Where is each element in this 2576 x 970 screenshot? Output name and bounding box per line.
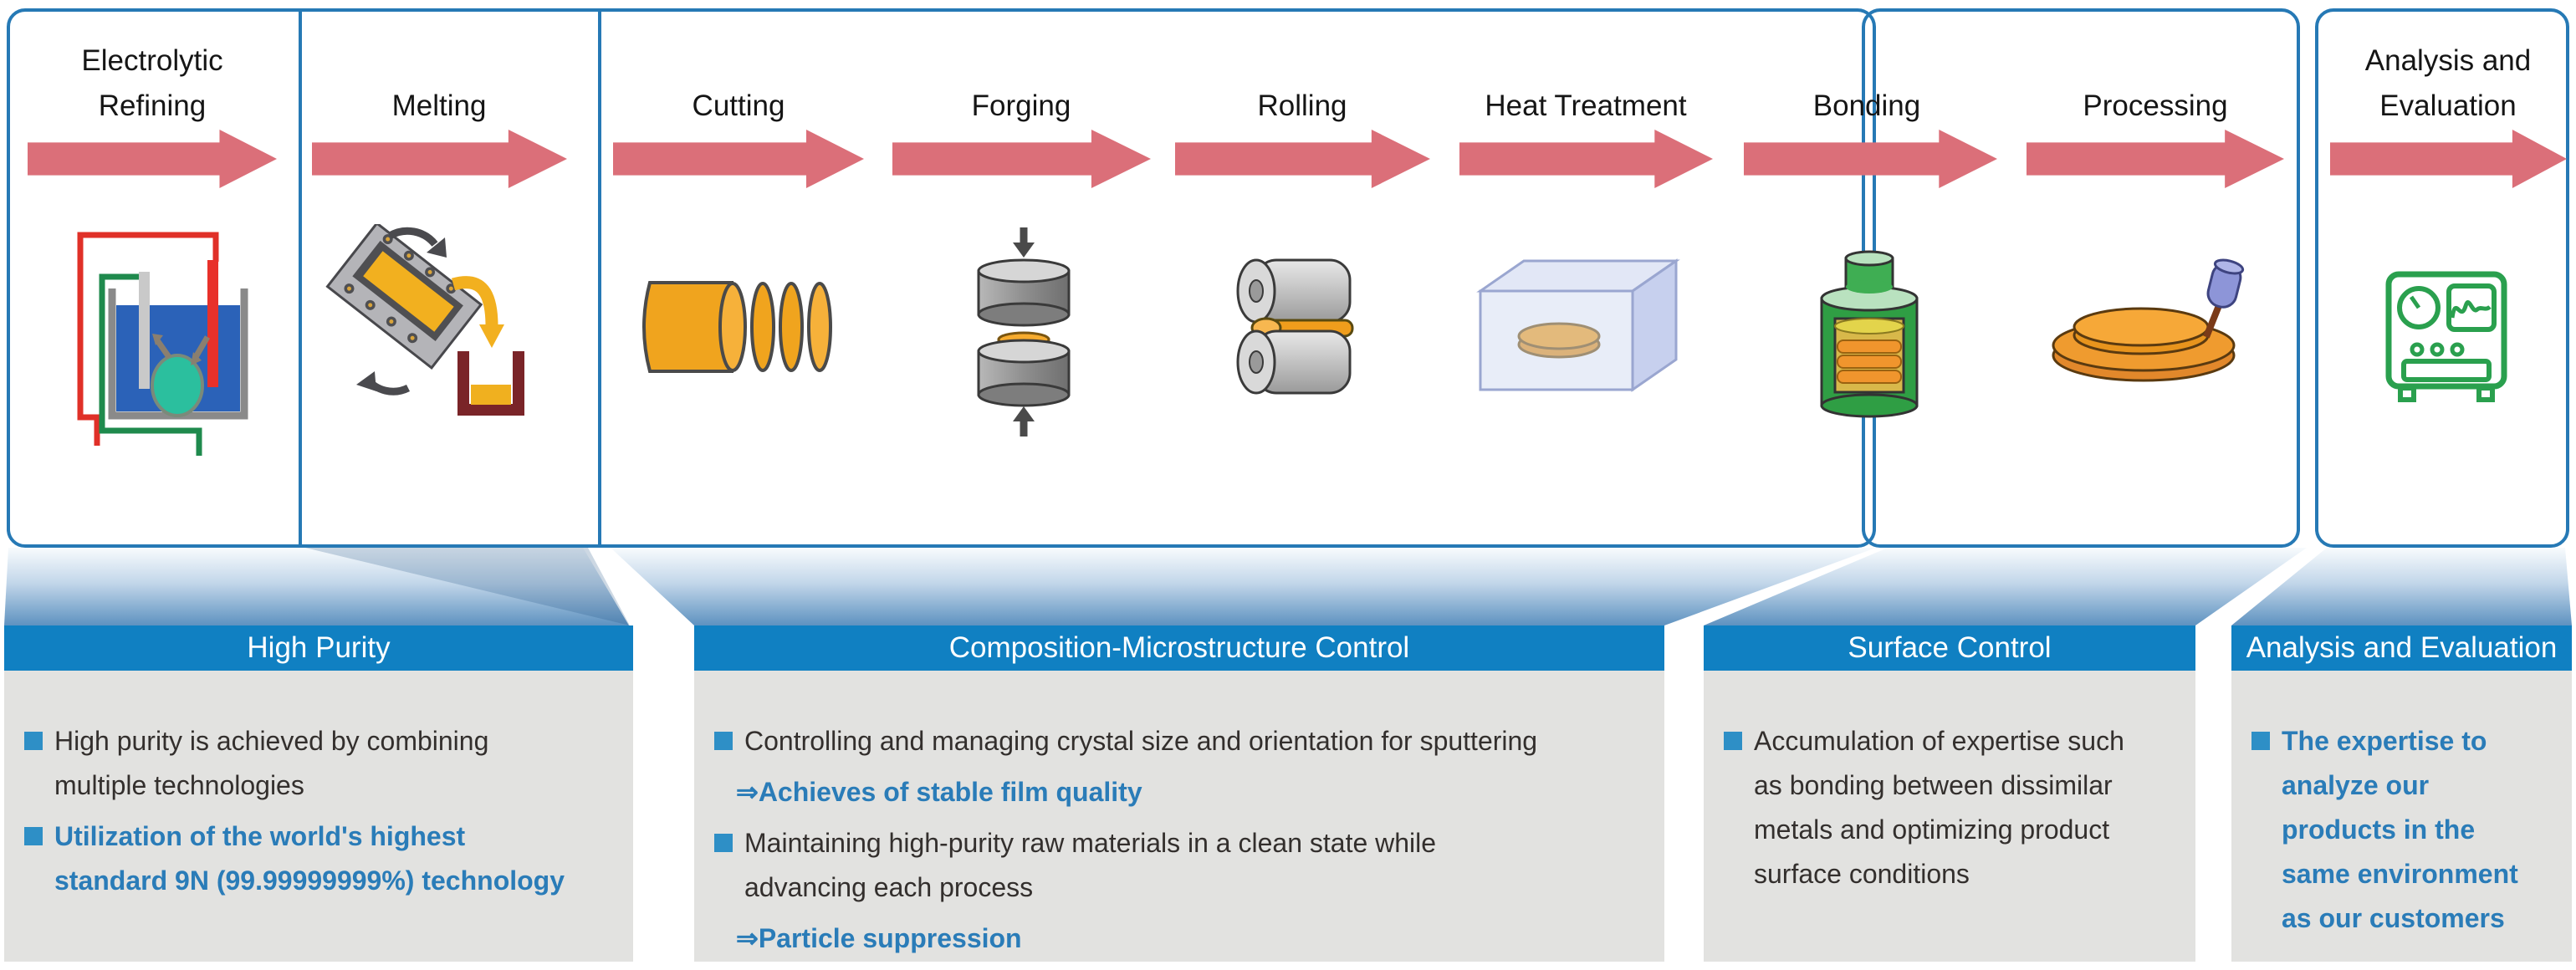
bullet-square-icon bbox=[24, 827, 43, 845]
stage-label: Processing bbox=[2083, 89, 2228, 122]
stage-label: Heat Treatment bbox=[1485, 89, 1687, 122]
heat-treatment-chamber-icon bbox=[1476, 258, 1680, 392]
list-item: Utilization of the world's highest stand… bbox=[24, 814, 621, 903]
melting-furnace-icon bbox=[325, 224, 524, 416]
panel-analysis-evaluation: Analysis and Evaluation The expertise to… bbox=[2231, 625, 2572, 962]
funnel-composition bbox=[611, 548, 1876, 625]
stage-label: Bonding bbox=[1812, 89, 1921, 122]
forging-press-icon bbox=[977, 227, 1071, 436]
panel-title: High Purity bbox=[4, 625, 633, 671]
flow-box-analysis bbox=[2315, 8, 2569, 548]
analysis-instrument-icon bbox=[2385, 271, 2507, 402]
rolling-mill-icon bbox=[1236, 258, 1354, 395]
panel-text: Accumulation of expertise such as bondin… bbox=[1754, 726, 2124, 889]
stage-label: Cutting bbox=[692, 89, 785, 122]
panel-text: Utilization of the world's highest stand… bbox=[54, 821, 565, 896]
panel-body: The expertise to analyze our products in… bbox=[2231, 671, 2572, 962]
list-item: Controlling and managing crystal size an… bbox=[714, 719, 1653, 763]
result-arrow-text: ⇒Achieves of stable film quality bbox=[736, 777, 1142, 807]
panel-text: The expertise to analyze our products in… bbox=[2282, 726, 2518, 933]
panel-body: Accumulation of expertise such as bondin… bbox=[1704, 671, 2195, 962]
panel-text: Maintaining high-purity raw materials in… bbox=[744, 828, 1437, 902]
bullet-square-icon bbox=[2251, 732, 2270, 750]
list-item: Accumulation of expertise such as bondin… bbox=[1724, 719, 2184, 896]
box-divider bbox=[299, 8, 302, 548]
bullet-square-icon bbox=[714, 732, 733, 750]
bonding-target-icon bbox=[1820, 250, 1919, 418]
stage-label: Melting bbox=[391, 89, 487, 122]
stage-label: Analysis and Evaluation bbox=[2364, 44, 2532, 122]
panel-title: Surface Control bbox=[1704, 625, 2195, 671]
list-item: The expertise to analyze our products in… bbox=[2251, 719, 2560, 941]
panel-text: Controlling and managing crystal size an… bbox=[744, 726, 1538, 756]
result-arrow-text: ⇒Particle suppression bbox=[736, 923, 1022, 953]
panel-body: Controlling and managing crystal size an… bbox=[694, 671, 1664, 962]
bullet-square-icon bbox=[1724, 732, 1742, 750]
panel-surface-control: Surface Control Accumulation of expertis… bbox=[1704, 625, 2195, 962]
funnel-high-purity bbox=[4, 548, 629, 625]
panel-body: High purity is achieved by combining mul… bbox=[4, 671, 633, 962]
panel-title: Composition-Microstructure Control bbox=[694, 625, 1664, 671]
funnel-connector-band bbox=[0, 548, 2576, 625]
panel-composition-microstructure: Composition-Microstructure Control Contr… bbox=[694, 625, 1664, 962]
stage-label: Electrolytic Refining bbox=[81, 44, 223, 122]
stage-label: Rolling bbox=[1257, 89, 1347, 122]
panel-title: Analysis and Evaluation bbox=[2231, 625, 2572, 671]
panel-text: High purity is achieved by combining mul… bbox=[54, 726, 489, 800]
stage-label: Forging bbox=[971, 89, 1071, 122]
bullet-square-icon bbox=[714, 834, 733, 852]
bullet-square-icon bbox=[24, 732, 43, 750]
panel-high-purity: High Purity High purity is achieved by c… bbox=[4, 625, 633, 962]
box-divider bbox=[598, 8, 601, 548]
machining-disc-icon bbox=[2052, 258, 2245, 382]
list-item: High purity is achieved by combining mul… bbox=[24, 719, 621, 808]
cut-ingot-icon bbox=[642, 281, 832, 373]
electrolysis-cell-icon bbox=[77, 232, 248, 456]
list-item: Maintaining high-purity raw materials in… bbox=[714, 821, 1653, 910]
